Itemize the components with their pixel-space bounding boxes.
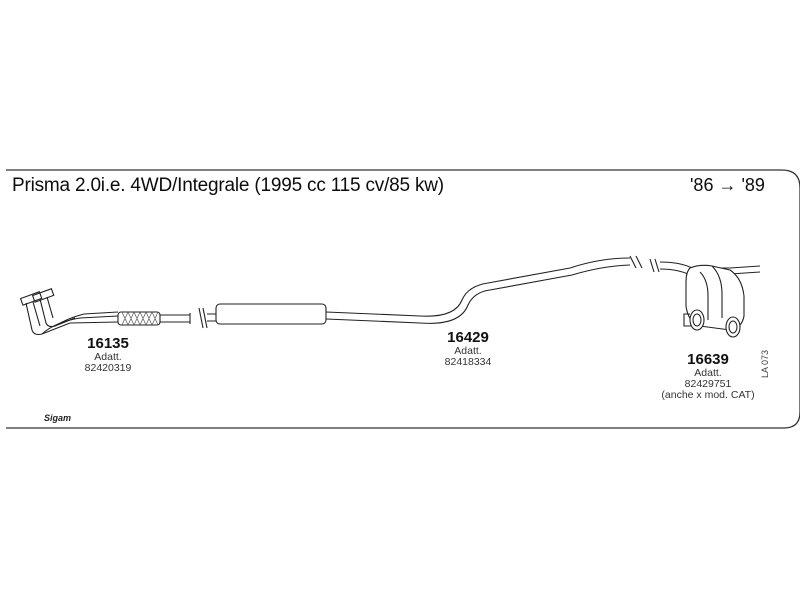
part-number: 16639 [687,351,729,368]
part-number: 16429 [447,329,489,346]
adatt-code: 82429751 [684,377,732,390]
part-label-16429: 16429 Adatt. 82418334 [408,330,528,368]
panel-border [6,169,800,429]
adatt-label: Adatt. [694,366,722,379]
part-label-16639: 16639 Adatt. 82429751 (anche x mod. CAT) [648,352,768,401]
part-label-16135: 16135 Adatt. 82420319 [48,336,168,374]
vehicle-title: Prisma 2.0i.e. 4WD/Integrale (1995 cc 11… [12,175,444,196]
drawing-code: LA 073 [760,349,770,378]
part-number: 16135 [87,335,129,352]
rear-silencer-16639 [649,258,761,338]
part-note: (anche x mod. CAT) [661,388,755,401]
brand-logo: Sigam [44,413,72,423]
year-range: '86 → '89 [690,175,765,195]
adatt-code: 82418334 [444,355,492,368]
adatt-code: 82420319 [84,361,132,374]
adatt-label: Adatt. [454,344,482,357]
middle-pipe-16429 [198,255,643,329]
front-pipe-16135 [19,288,191,336]
adatt-label: Adatt. [94,350,122,363]
